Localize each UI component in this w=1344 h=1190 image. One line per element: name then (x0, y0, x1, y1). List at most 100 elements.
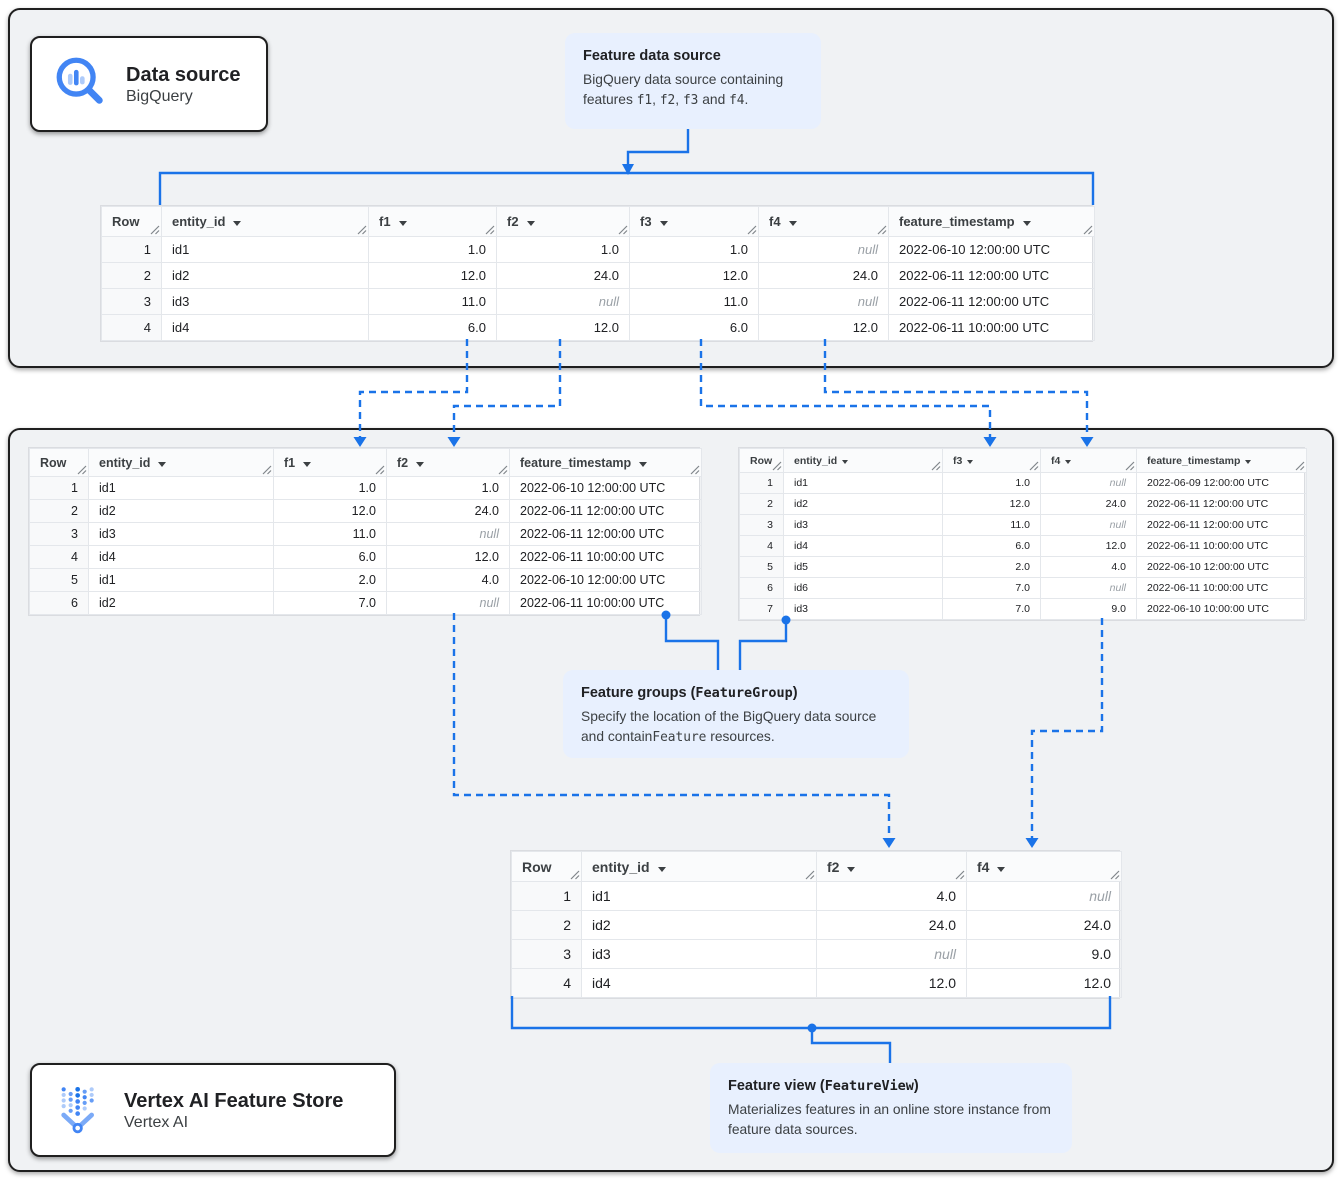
column-resize-handle-icon[interactable] (570, 870, 580, 880)
table-cell: id3 (783, 514, 943, 536)
sort-dropdown-icon[interactable] (967, 459, 974, 464)
column-resize-handle-icon[interactable] (1083, 225, 1093, 235)
column-resize-handle-icon[interactable] (485, 225, 495, 235)
column-header-f1[interactable]: f1 (273, 448, 387, 477)
table-cell: 3 (511, 939, 582, 969)
table-cell: 7.0 (942, 577, 1041, 599)
column-header-f4[interactable]: f4 (1040, 448, 1137, 473)
column-header-f3[interactable]: f3 (629, 206, 759, 237)
column-header-entity_id[interactable]: entity_id (581, 851, 817, 882)
column-header-f2[interactable]: f2 (386, 448, 510, 477)
code-text: f4 (729, 92, 745, 108)
column-header-f4[interactable]: f4 (758, 206, 889, 237)
sort-dropdown-icon[interactable] (233, 221, 242, 226)
column-resize-handle-icon[interactable] (375, 465, 385, 475)
card-title: Vertex AI Feature Store (124, 1089, 344, 1112)
column-header-Row[interactable]: Row (739, 448, 784, 473)
column-resize-handle-icon[interactable] (77, 465, 87, 475)
column-header-entity_id[interactable]: entity_id (161, 206, 369, 237)
column-resize-handle-icon[interactable] (357, 225, 367, 235)
column-header-feature_timestamp[interactable]: feature_timestamp (1136, 448, 1307, 473)
column-header-Row[interactable]: Row (511, 851, 582, 882)
sort-dropdown-icon[interactable] (526, 221, 535, 226)
table-cell: null (1040, 577, 1137, 599)
table-cell: 12.0 (368, 262, 497, 289)
table-cell: 3 (29, 522, 89, 546)
table-cell: 12.0 (816, 968, 967, 998)
column-header-entity_id[interactable]: entity_id (88, 448, 274, 477)
callout-title: Feature groups (FeatureGroup) (581, 685, 891, 701)
table-cell: 1 (739, 472, 784, 494)
sort-dropdown-icon[interactable] (659, 221, 668, 226)
sort-dropdown-icon[interactable] (1022, 221, 1031, 226)
column-resize-handle-icon[interactable] (772, 461, 782, 471)
table-cell: id1 (581, 881, 817, 911)
column-resize-handle-icon[interactable] (1295, 461, 1305, 471)
table-cell: 2022-06-11 10:00:00 UTC (509, 545, 702, 569)
table-cell: id4 (783, 535, 943, 557)
column-label: Row (40, 455, 67, 470)
sort-dropdown-icon[interactable] (1065, 459, 1072, 464)
column-label: f2 (507, 214, 519, 229)
sort-dropdown-icon[interactable] (842, 459, 849, 464)
table-cell: id4 (581, 968, 817, 998)
table-cell: 2.0 (942, 556, 1041, 578)
sort-dropdown-icon[interactable] (398, 221, 407, 226)
table-cell: 2022-06-11 12:00:00 UTC (888, 262, 1095, 289)
column-header-entity_id[interactable]: entity_id (783, 448, 943, 473)
column-resize-handle-icon[interactable] (150, 225, 160, 235)
sort-dropdown-icon[interactable] (1245, 459, 1252, 464)
sort-dropdown-icon[interactable] (639, 461, 648, 467)
column-header-f1[interactable]: f1 (368, 206, 497, 237)
table-cell: 12.0 (758, 314, 889, 341)
column-label: f4 (977, 858, 990, 875)
column-header-feature_timestamp[interactable]: feature_timestamp (509, 448, 702, 477)
column-resize-handle-icon[interactable] (805, 870, 815, 880)
column-resize-handle-icon[interactable] (931, 461, 941, 471)
table-cell: 2022-06-11 12:00:00 UTC (1136, 514, 1307, 536)
table-cell: 6.0 (368, 314, 497, 341)
column-resize-handle-icon[interactable] (747, 225, 757, 235)
column-resize-handle-icon[interactable] (690, 465, 700, 475)
column-resize-handle-icon[interactable] (955, 870, 965, 880)
callout-body: Materializes features in an online store… (728, 1100, 1054, 1139)
column-resize-handle-icon[interactable] (877, 225, 887, 235)
sort-dropdown-icon[interactable] (657, 866, 666, 872)
table-cell: 6.0 (273, 545, 387, 569)
sort-dropdown-icon[interactable] (158, 461, 167, 467)
sort-dropdown-icon[interactable] (416, 461, 425, 467)
column-header-f3[interactable]: f3 (942, 448, 1041, 473)
column-resize-handle-icon[interactable] (1110, 870, 1120, 880)
vertex-feature-store-card: Vertex AI Feature Store Vertex AI (30, 1063, 396, 1157)
column-header-Row[interactable]: Row (29, 448, 89, 477)
feature-view-callout: Feature view (FeatureView) Materializes … (710, 1063, 1072, 1153)
column-resize-handle-icon[interactable] (1029, 461, 1039, 471)
code-text: f2 (659, 92, 676, 108)
column-header-f2[interactable]: f2 (496, 206, 630, 237)
column-label: f2 (397, 455, 409, 470)
table-cell: 24.0 (1040, 493, 1137, 515)
column-header-f4[interactable]: f4 (966, 851, 1122, 882)
column-header-Row[interactable]: Row (101, 206, 162, 237)
sort-dropdown-icon[interactable] (788, 221, 797, 226)
column-resize-handle-icon[interactable] (498, 465, 508, 475)
sort-dropdown-icon[interactable] (847, 866, 856, 872)
column-resize-handle-icon[interactable] (1125, 461, 1135, 471)
column-header-f2[interactable]: f2 (816, 851, 967, 882)
column-resize-handle-icon[interactable] (618, 225, 628, 235)
sort-dropdown-icon[interactable] (997, 866, 1006, 872)
column-resize-handle-icon[interactable] (262, 465, 272, 475)
callout-title: Feature data source (583, 48, 803, 64)
column-header-feature_timestamp[interactable]: feature_timestamp (888, 206, 1095, 237)
sort-dropdown-icon[interactable] (303, 461, 312, 467)
column-label: f4 (1051, 454, 1061, 467)
